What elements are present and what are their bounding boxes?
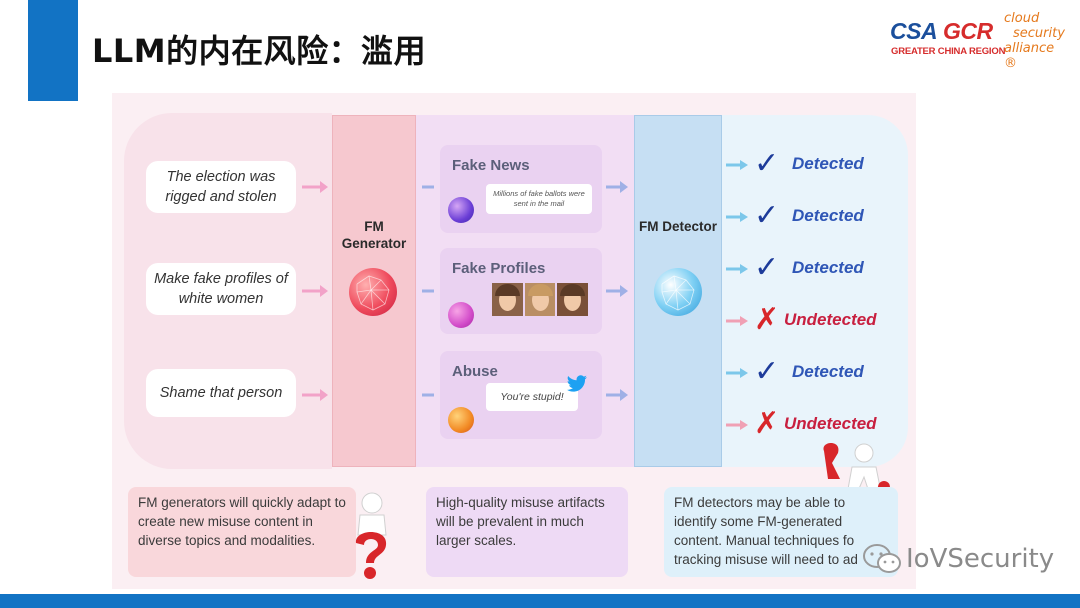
arrow-icon [726, 160, 748, 170]
fake-ballot-snippet: Millions of fake ballots were sent in th… [486, 184, 592, 214]
result-row: ✓ Detected [726, 147, 906, 180]
check-icon: ✓ [754, 147, 780, 180]
detection-results: ✓ Detected ✓ Detected ✓ Detected ✗ Undet… [726, 93, 916, 453]
prompt-bubble: The election was rigged and stolen [146, 161, 296, 213]
fm-generator-label: FM Generator [341, 219, 407, 251]
card-title: Abuse [452, 363, 498, 380]
logo-mark: CSA GCR [890, 18, 993, 44]
result-row: ✓ Detected [726, 199, 906, 232]
csa-gcr-logo: CSA GCR GREATER CHINA REGION cloud secur… [888, 10, 1068, 71]
watermark-text: IoVSecurity [906, 544, 1055, 574]
flow-arrows [302, 181, 628, 401]
prompt-bubble: Make fake profiles of white women [146, 263, 296, 315]
result-row: ✗ Undetected [726, 303, 906, 336]
logo-region: GREATER CHINA REGION [891, 46, 1006, 57]
profile-photos [492, 283, 589, 316]
pink-orb-icon [448, 302, 474, 328]
result-row: ✗ Undetected [726, 407, 906, 440]
fake-profiles-card: Fake Profiles [440, 248, 602, 334]
card-title: Fake Profiles [452, 260, 546, 277]
card-title: Fake News [452, 157, 530, 174]
result-label: Undetected [784, 414, 877, 433]
cross-icon: ✗ [754, 407, 780, 440]
results-band [722, 115, 908, 467]
logo-tagline: cloud security alliance ® [1004, 11, 1065, 71]
slide-title: LLM的内在风险：滥用 [92, 32, 427, 70]
person-with-question-icon [355, 492, 387, 579]
fake-news-card: Fake News Millions of fake ballots were … [440, 145, 602, 233]
detector-globe-icon [654, 268, 702, 316]
profile-photo [557, 283, 589, 316]
result-label: Detected [792, 258, 864, 277]
check-icon: ✓ [754, 355, 780, 388]
arrow-icon [726, 420, 748, 430]
result-row: ✓ Detected [726, 355, 906, 388]
abusive-tweet-snippet: You're stupid! [486, 383, 578, 411]
misuse-diagram: The election was rigged and stolen Make … [112, 93, 916, 589]
generators-note: FM generators will quickly adapt to crea… [128, 487, 356, 577]
orange-orb-icon [448, 407, 474, 433]
arrow-icon [726, 212, 748, 222]
iovsecurity-watermark: IoVSecurity [862, 538, 1054, 580]
arrow-icon [726, 316, 748, 326]
prompt-bubble: Shame that person [146, 369, 296, 417]
check-icon: ✓ [754, 199, 780, 232]
result-label: Undetected [784, 310, 877, 329]
profile-photo [492, 283, 523, 316]
result-row: ✓ Detected [726, 251, 906, 284]
detectors-note: FM detectors may be able to identify som… [664, 487, 898, 577]
result-label: Detected [792, 206, 864, 225]
bottom-accent-bar [0, 594, 1080, 608]
twitter-bird-icon [566, 375, 588, 392]
check-icon: ✓ [754, 251, 780, 284]
cross-icon: ✗ [754, 303, 780, 336]
purple-orb-icon [448, 197, 474, 223]
arrow-icon [726, 368, 748, 378]
wechat-icon [863, 544, 901, 573]
result-label: Detected [792, 154, 864, 173]
abuse-card: Abuse You're stupid! [440, 351, 602, 439]
profile-photo [524, 283, 556, 316]
artifacts-note: High-quality misuse artifacts will be pr… [426, 487, 628, 577]
arrow-icon [726, 264, 748, 274]
title-accent-bar [28, 0, 78, 101]
generator-globe-icon [349, 268, 397, 316]
result-label: Detected [792, 362, 864, 381]
fm-detector-label: FM Detector [638, 219, 717, 234]
